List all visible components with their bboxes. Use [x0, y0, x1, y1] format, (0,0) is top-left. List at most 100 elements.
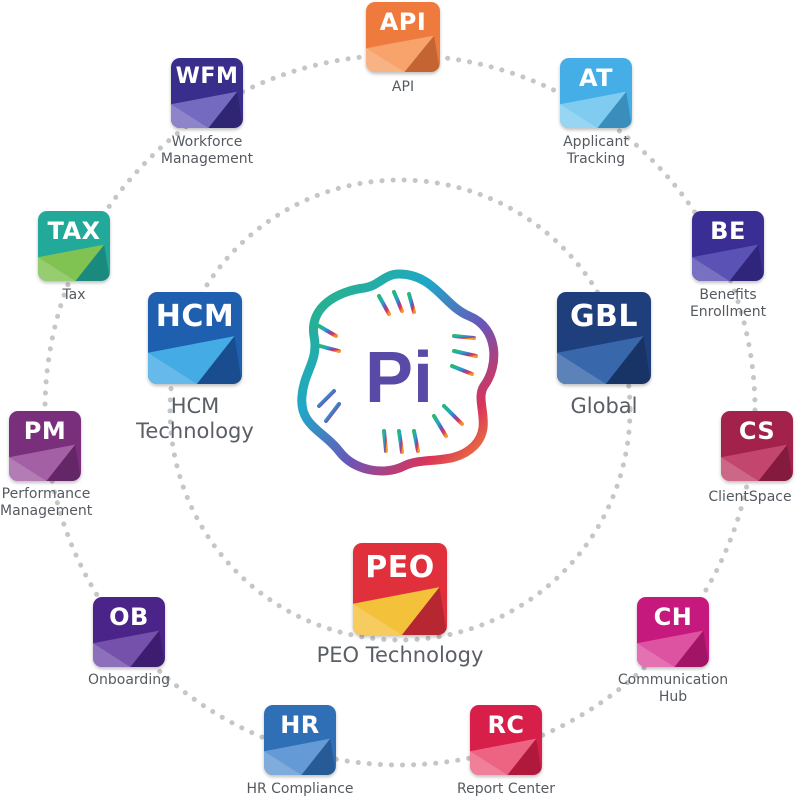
api-label-line: API [391, 79, 415, 95]
hr-tile-abbr: HR [280, 710, 320, 739]
ch-label-line: Hub [658, 688, 688, 705]
tile-fold-light [148, 336, 235, 384]
rc-tile[interactable]: RC [470, 705, 542, 775]
ob-tile-abbr: OB [109, 602, 149, 631]
tile-fold-highlight [560, 104, 598, 128]
pm-label-line: Management [0, 502, 93, 519]
wfm-label-line: Management [160, 150, 254, 167]
tile-fold-highlight [366, 48, 405, 72]
ob-label: Onboarding [79, 672, 179, 689]
tile-fold-light [171, 91, 238, 128]
tile-fold-light [637, 630, 704, 667]
wfm-tile[interactable]: WFM [171, 58, 243, 128]
tile-fold-light [9, 444, 76, 481]
hcm-tile[interactable]: HCM [148, 292, 242, 384]
ch-label-line: Communication [617, 672, 729, 688]
tile-background [148, 292, 242, 384]
tile-fold-light [692, 244, 759, 281]
be-tile-abbr: BE [710, 216, 746, 245]
tile-background [470, 705, 542, 775]
hcm-label-line: HCM [170, 394, 220, 418]
pi-logo-text: Pi [365, 338, 433, 418]
hcm-tile-abbr: HCM [155, 299, 235, 335]
peo-label-line: PEO Technology [316, 643, 484, 667]
tile-fold-shadow [758, 444, 793, 481]
hr-tile[interactable]: HR [264, 705, 336, 775]
cs-label: ClientSpace [700, 489, 800, 506]
cs-tile-abbr: CS [738, 416, 776, 445]
tile-background [264, 705, 336, 775]
wfm-tile-abbr: WFM [175, 63, 239, 89]
pm-tile[interactable]: PM [9, 411, 81, 481]
tile-fold-light [264, 738, 331, 775]
peo-tile[interactable]: PEO [353, 543, 447, 635]
tile-background [353, 543, 447, 635]
at-label-line: Applicant [563, 134, 629, 150]
be-label-line: Benefits [699, 287, 757, 303]
pm-label-line: Performance [1, 486, 91, 502]
outer-dotted-ring [42, 52, 758, 768]
at-tile-abbr: AT [578, 63, 614, 92]
pi-logo-rungs [317, 290, 478, 454]
api-label: API [353, 79, 453, 96]
tile-background [171, 58, 243, 128]
tax-tile[interactable]: TAX [38, 211, 110, 281]
hr-label-line: HR Compliance [246, 781, 354, 797]
be-tile[interactable]: BE [692, 211, 764, 281]
tile-fold-shadow [208, 91, 243, 128]
hcm-label-line: Technology [136, 419, 254, 444]
gbl-label-line: Global [570, 394, 638, 418]
tile-fold-shadow [729, 244, 764, 281]
tax-label-line: Tax [62, 287, 86, 303]
tile-fold-shadow [401, 587, 447, 635]
tile-fold-shadow [507, 738, 542, 775]
tile-fold-highlight [353, 603, 402, 635]
be-label-line: Enrollment [689, 303, 767, 320]
tile-fold-shadow [674, 630, 709, 667]
tile-fold-highlight [557, 352, 606, 384]
peo-label: PEO Technology [300, 643, 500, 668]
rc-tile-abbr: RC [487, 710, 525, 739]
tile-fold-shadow [196, 336, 242, 384]
tile-background [721, 411, 793, 481]
wfm-label-line: Workforce [171, 134, 243, 150]
tile-fold-light [38, 244, 105, 281]
tile-background [366, 2, 440, 72]
peo-tile-abbr: PEO [365, 550, 435, 586]
tax-label: Tax [24, 287, 124, 304]
at-tile[interactable]: AT [560, 58, 632, 128]
tile-background [692, 211, 764, 281]
tile-background [557, 292, 651, 384]
gbl-label: Global [529, 394, 679, 419]
cs-tile[interactable]: CS [721, 411, 793, 481]
tile-background [560, 58, 632, 128]
inner-dotted-ring [167, 177, 633, 643]
ch-tile[interactable]: CH [637, 597, 709, 667]
ch-tile-abbr: CH [653, 602, 693, 631]
gbl-tile[interactable]: GBL [557, 292, 651, 384]
tile-fold-light [366, 35, 435, 72]
at-label-line: Tracking [566, 150, 626, 167]
tile-fold-shadow [130, 630, 165, 667]
tile-fold-shadow [301, 738, 336, 775]
tile-fold-shadow [46, 444, 81, 481]
api-tile[interactable]: API [366, 2, 440, 72]
hr-label: HR Compliance [240, 781, 360, 798]
tile-fold-highlight [171, 104, 209, 128]
tile-fold-shadow [75, 244, 110, 281]
ob-tile[interactable]: OB [93, 597, 165, 667]
pi-logo: Pi [294, 266, 504, 476]
tile-fold-shadow [605, 336, 651, 384]
tile-background [9, 411, 81, 481]
tile-fold-light [721, 444, 788, 481]
rc-label: Report Center [450, 781, 562, 798]
tile-background [38, 211, 110, 281]
tax-tile-abbr: TAX [47, 216, 101, 245]
